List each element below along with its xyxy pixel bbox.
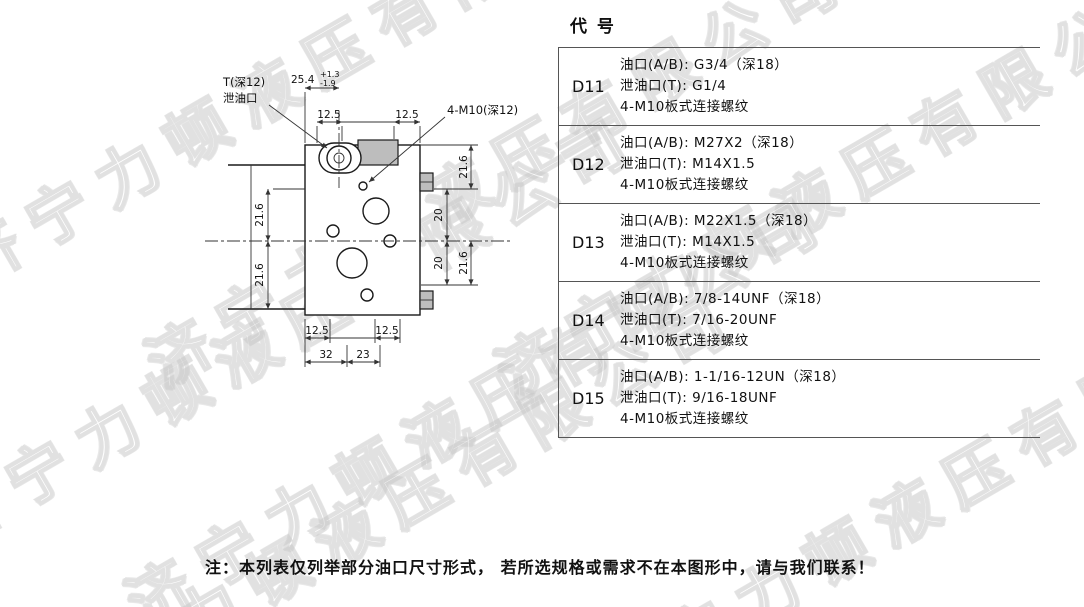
spec-line: 4-M10板式连接螺纹 (620, 255, 749, 271)
spec-line: 油口(A/B): 1-1/16-12UN（深18） (620, 369, 846, 385)
table-row: D12 油口(A/B): M27X2（深18） 泄油口(T): M14X1.5 … (559, 125, 1040, 203)
table-header-code: 代 号 (570, 17, 616, 37)
port-spec-table: 代 号 D11 油口(A/B): G3/4（深18） 泄油口(T): G1/4 … (558, 12, 1040, 438)
dim-bottom-23: 23 (356, 349, 369, 361)
bolt-leader (368, 116, 446, 183)
dim-right-21-6-top: 21.6 (458, 155, 470, 179)
bolt-pattern-label: 4-M10(深12) (447, 103, 518, 117)
mounting-plate-lines (228, 164, 305, 310)
spec-line: 4-M10板式连接螺纹 (620, 333, 749, 349)
spec-line: 泄油口(T): G1/4 (620, 78, 727, 94)
t-port-label-line2: 泄油口 (223, 91, 258, 105)
row-specs: 油口(A/B): G3/4（深18） 泄油口(T): G1/4 4-M10板式连… (620, 55, 1040, 118)
dim-25-4-tol-plus: +1.3 (320, 70, 339, 79)
port-dimension-drawing: T(深12) 泄油口 25.4 +1.3 -1.9 12.5 12.5 4-M1… (205, 70, 518, 367)
dim-right-20-upper: 20 (433, 208, 445, 221)
row-code: D11 (572, 77, 605, 96)
table-row: D13 油口(A/B): M22X1.5（深18） 泄油口(T): M14X1.… (559, 203, 1040, 281)
footer-note: 注：本列表仅列举部分油口尺寸形式， 若所选规格或需求不在本图形中，请与我们联系！ (205, 558, 875, 577)
extension-lines (273, 92, 478, 367)
table-rows: D11 油口(A/B): G3/4（深18） 泄油口(T): G1/4 4-M1… (558, 47, 1040, 438)
spec-line: 泄油口(T): 7/16-20UNF (620, 312, 778, 328)
dim-bottom-32: 32 (319, 349, 332, 361)
row-code: D14 (572, 311, 605, 330)
row-code: D15 (572, 389, 605, 408)
dim-bottom-12-5-right: 12.5 (375, 325, 398, 337)
top-flange (357, 139, 399, 166)
t-port-leader (268, 104, 328, 149)
dim-25-4: 25.4 (291, 74, 315, 86)
valve-body (304, 144, 421, 316)
spec-line: 油口(A/B): G3/4（深18） (620, 57, 789, 73)
table-row: D11 油口(A/B): G3/4（深18） 泄油口(T): G1/4 4-M1… (559, 47, 1040, 125)
side-bolt-boss (419, 172, 434, 310)
spec-line: 4-M10板式连接螺纹 (620, 411, 749, 427)
dim-top-12-5-right: 12.5 (395, 109, 418, 121)
dim-right-20-lower: 20 (433, 256, 445, 269)
dim-left-21-6-bottom: 21.6 (254, 263, 266, 287)
spec-line: 泄油口(T): M14X1.5 (620, 156, 756, 172)
dim-25-4-tol-minus: -1.9 (320, 79, 336, 88)
t-port-label-line1: T(深12) (222, 75, 265, 89)
table-row: D14 油口(A/B): 7/8-14UNF（深18） 泄油口(T): 7/16… (559, 281, 1040, 359)
row-specs: 油口(A/B): 7/8-14UNF（深18） 泄油口(T): 7/16-20U… (620, 289, 1040, 352)
row-code: D13 (572, 233, 605, 252)
row-specs: 油口(A/B): 1-1/16-12UN（深18） 泄油口(T): 9/16-1… (620, 367, 1040, 430)
dim-right-21-6-bottom: 21.6 (458, 251, 470, 275)
spec-line: 泄油口(T): 9/16-18UNF (620, 390, 778, 406)
spec-line: 4-M10板式连接螺纹 (620, 177, 749, 193)
row-code: D12 (572, 155, 605, 174)
spec-line: 油口(A/B): M27X2（深18） (620, 135, 804, 151)
row-specs: 油口(A/B): M22X1.5（深18） 泄油口(T): M14X1.5 4-… (620, 211, 1040, 274)
spec-line: 4-M10板式连接螺纹 (620, 99, 749, 115)
spec-line: 油口(A/B): M22X1.5（深18） (620, 213, 818, 229)
spec-line: 泄油口(T): M14X1.5 (620, 234, 756, 250)
dim-left-21-6-top: 21.6 (254, 203, 266, 227)
spec-line: 油口(A/B): 7/8-14UNF（深18） (620, 291, 831, 307)
dimension-lines (265, 85, 474, 365)
table-row: D15 油口(A/B): 1-1/16-12UN（深18） 泄油口(T): 9/… (559, 359, 1040, 437)
dim-top-12-5-left: 12.5 (317, 109, 340, 121)
row-specs: 油口(A/B): M27X2（深18） 泄油口(T): M14X1.5 4-M1… (620, 133, 1040, 196)
dim-bottom-12-5-left: 12.5 (305, 325, 328, 337)
